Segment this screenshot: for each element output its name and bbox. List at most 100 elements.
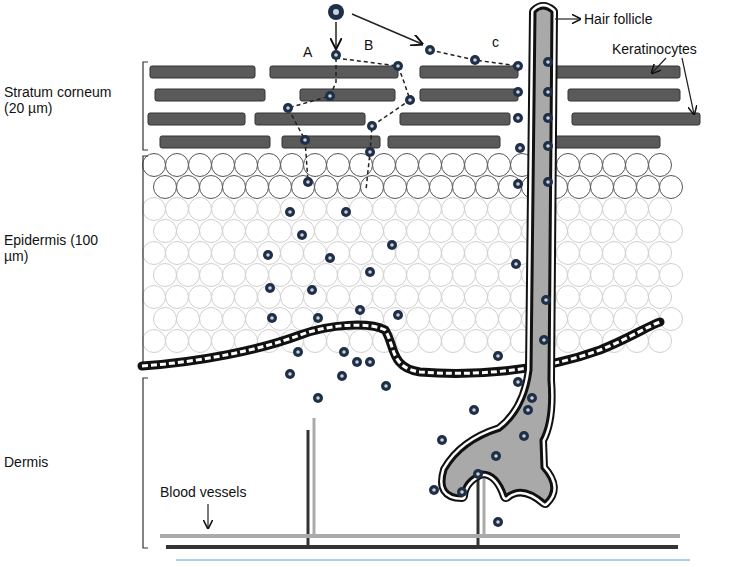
cell <box>396 286 419 309</box>
cell <box>649 198 672 221</box>
molecule <box>429 485 439 495</box>
cell <box>223 308 246 331</box>
cell <box>338 176 361 199</box>
cell <box>499 220 522 243</box>
cell <box>223 264 246 287</box>
molecule <box>263 250 273 260</box>
layer-brackets <box>143 62 148 548</box>
molecule <box>381 381 391 391</box>
molecule-core <box>355 360 359 364</box>
cell <box>154 264 177 287</box>
molecule <box>352 357 362 367</box>
cell <box>143 330 166 353</box>
layer-label: Dermis <box>4 454 48 470</box>
cell <box>269 308 292 331</box>
cell <box>373 286 396 309</box>
molecule <box>313 313 323 323</box>
keratinocyte <box>572 113 700 125</box>
cell <box>166 198 189 221</box>
molecule-core <box>516 182 520 186</box>
cell <box>453 308 476 331</box>
cell <box>258 286 281 309</box>
molecule <box>365 357 375 367</box>
molecule-core <box>368 150 372 154</box>
cell <box>465 286 488 309</box>
cell <box>258 198 281 221</box>
molecule <box>543 57 553 67</box>
cell <box>361 220 384 243</box>
molecule <box>307 285 317 295</box>
molecule-core <box>526 408 530 412</box>
cell <box>304 242 327 265</box>
molecule-core <box>288 372 292 376</box>
molecule-core <box>316 316 320 320</box>
cell <box>143 154 166 177</box>
molecule <box>543 113 553 123</box>
cell <box>269 264 292 287</box>
cell <box>166 286 189 309</box>
keratinocyte <box>550 66 680 78</box>
cell <box>212 198 235 221</box>
molecule <box>527 393 537 403</box>
cell <box>396 242 419 265</box>
cell <box>419 330 442 353</box>
structure-label: Hair follicle <box>584 11 652 27</box>
cell <box>154 176 177 199</box>
cell <box>580 198 603 221</box>
cell <box>580 286 603 309</box>
cell <box>246 220 269 243</box>
molecule-core <box>530 396 534 400</box>
penetrant-molecules <box>263 4 553 527</box>
molecule-core <box>344 210 348 214</box>
cell <box>614 264 637 287</box>
cell <box>603 154 626 177</box>
molecule <box>513 179 523 189</box>
cell <box>637 176 660 199</box>
molecule-core <box>296 350 300 354</box>
cell <box>315 220 338 243</box>
cell <box>649 154 672 177</box>
cell <box>223 220 246 243</box>
cell <box>189 198 212 221</box>
cell <box>591 176 614 199</box>
molecule <box>491 451 501 461</box>
cell <box>453 220 476 243</box>
molecule-core <box>390 243 394 247</box>
blood-vessels <box>160 418 690 560</box>
cell <box>384 220 407 243</box>
cell <box>488 330 511 353</box>
cell <box>327 154 350 177</box>
molecule <box>519 431 529 441</box>
cell <box>430 176 453 199</box>
cell <box>281 198 304 221</box>
molecule-core <box>368 360 372 364</box>
cell <box>419 154 442 177</box>
cell <box>350 198 373 221</box>
cell <box>350 286 373 309</box>
molecule <box>300 135 310 145</box>
cell <box>373 198 396 221</box>
basement-membrane-inner <box>142 322 660 373</box>
molecule-core <box>396 64 400 68</box>
molecule-core <box>522 434 526 438</box>
cell <box>557 286 580 309</box>
cell <box>649 286 672 309</box>
basement-membrane <box>142 322 660 373</box>
cell <box>568 308 591 331</box>
cell <box>442 330 465 353</box>
cell <box>304 286 327 309</box>
keratinocyte <box>148 113 245 125</box>
cell <box>568 264 591 287</box>
cell <box>384 176 407 199</box>
keratinocyte <box>545 136 660 148</box>
molecule-core <box>472 408 476 412</box>
keratinocyte <box>420 66 518 78</box>
cell <box>488 154 511 177</box>
cell <box>419 242 442 265</box>
cell <box>614 176 637 199</box>
cell <box>557 330 580 353</box>
molecule <box>365 147 375 157</box>
molecule <box>265 283 275 293</box>
molecule-core <box>544 298 548 302</box>
cell <box>603 286 626 309</box>
